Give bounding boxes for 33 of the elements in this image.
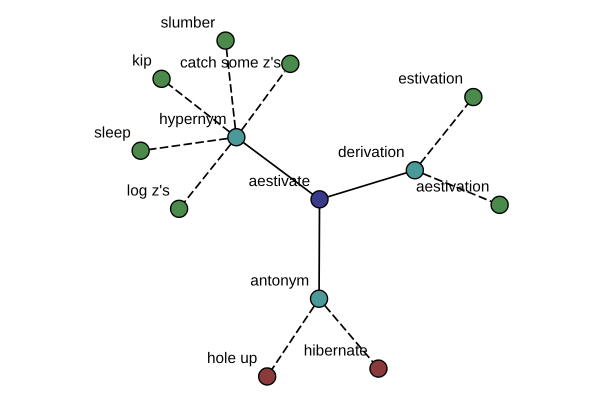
node-label: slumber [160, 14, 215, 32]
connector [328, 172, 406, 198]
node-circle [309, 290, 328, 308]
connector [225, 49, 236, 128]
node-circle [464, 88, 482, 106]
node-circle [130, 142, 150, 160]
connector [324, 305, 374, 363]
node-label: kip [132, 52, 152, 70]
node-label: hibernate [303, 342, 368, 360]
node-circle [216, 31, 234, 50]
node-label: hypernym [158, 110, 226, 128]
connector [148, 138, 228, 150]
node-circle [490, 196, 508, 214]
node-label: estivation [398, 70, 463, 88]
connector [318, 208, 320, 290]
node-label: log z's [126, 182, 170, 200]
node-label: derivation [337, 144, 404, 161]
connector [419, 103, 468, 164]
node-circle [368, 359, 388, 378]
node-circle [226, 128, 246, 146]
connector [270, 305, 314, 370]
connector [240, 71, 285, 130]
node-circle [257, 367, 276, 386]
node-label: sleep [94, 124, 130, 142]
node-circle [152, 70, 170, 88]
connector [168, 84, 230, 133]
connector [183, 144, 231, 203]
node-circle [280, 54, 300, 74]
node-circle [310, 190, 328, 209]
node-label: hole up [206, 350, 257, 368]
node-circle [405, 161, 424, 180]
node-label: antonym [250, 272, 309, 290]
node-circle [169, 200, 188, 218]
